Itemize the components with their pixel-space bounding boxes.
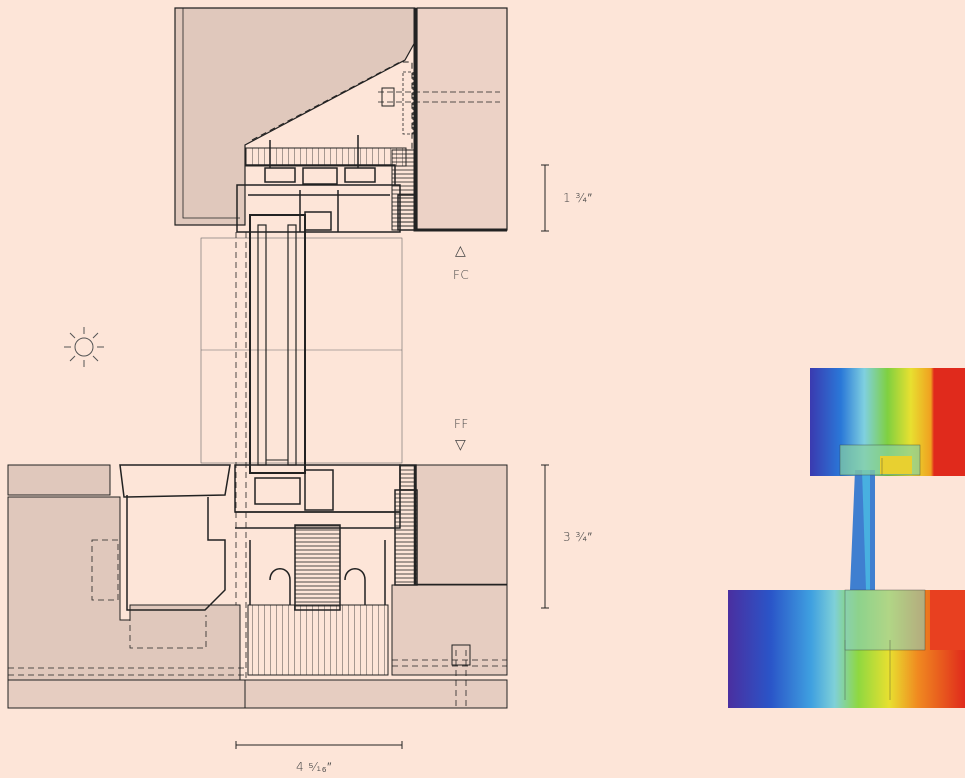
ff-label: FF: [454, 417, 469, 431]
thermal-analysis: [728, 368, 965, 708]
sill-dimension-label: 3 ¾″: [563, 530, 593, 544]
head-dimension-label: 1 ¾″: [563, 191, 593, 205]
head-wall: [174, 7, 508, 232]
sill-hatch-band: [247, 604, 389, 676]
head-frame: [236, 135, 417, 233]
sill-dashed: [8, 539, 507, 708]
depth-dimension-label: 4 ⁵⁄₁₆″: [296, 760, 332, 774]
ff-triangle-icon: ▽: [455, 437, 467, 453]
sill-frame: [119, 464, 418, 611]
dimension-lines: [235, 164, 549, 749]
sill-wall: [7, 464, 508, 709]
sun-icon: [64, 327, 104, 367]
fc-triangle-icon: △: [455, 243, 467, 259]
sill-anchor: [451, 644, 471, 666]
fc-label: FC: [453, 268, 470, 282]
